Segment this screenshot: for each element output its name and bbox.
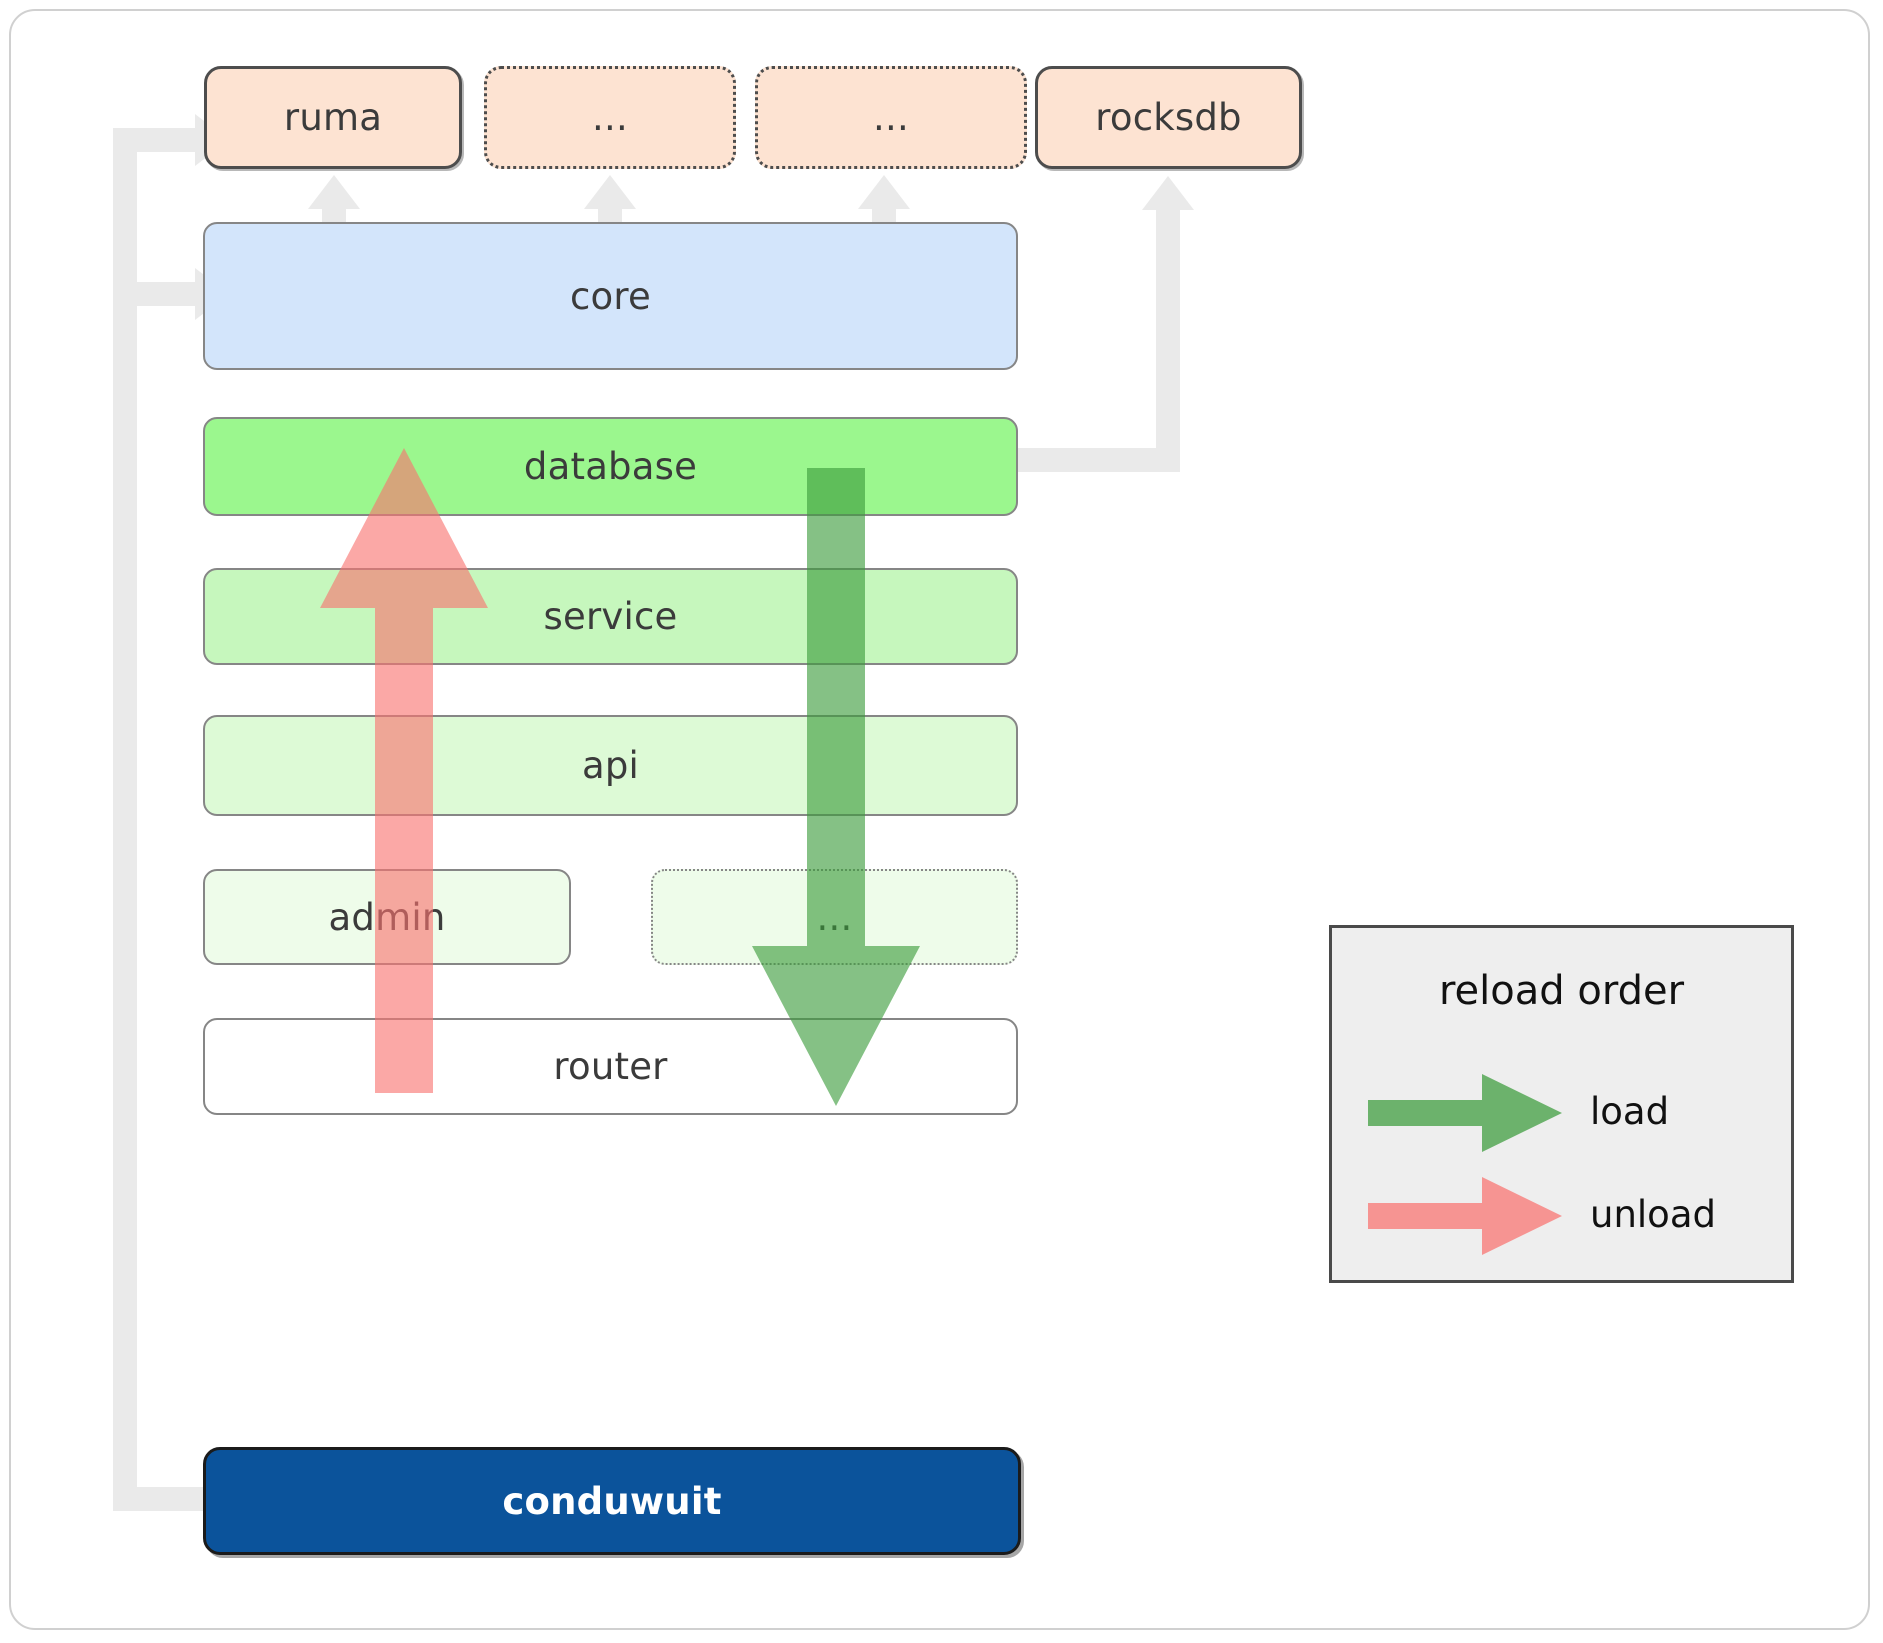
layer-box-router[interactable]: router — [203, 1018, 1018, 1115]
legend-load-arrow-icon — [1368, 1074, 1562, 1152]
legend-unload-arrow-icon — [1368, 1177, 1562, 1255]
connector-to-ruma-stem — [113, 128, 205, 152]
dependency-box-placeholder-2[interactable]: ... — [755, 66, 1027, 169]
dependency-label: rocksdb — [1095, 96, 1242, 139]
legend-panel: reload order load unload — [1329, 925, 1794, 1283]
unload-flow-arrow — [320, 448, 488, 1093]
dependency-label: ... — [873, 96, 909, 139]
dependency-box-ruma[interactable]: ruma — [204, 66, 462, 169]
layer-box-api[interactable]: api — [203, 715, 1018, 816]
layer-label: api — [581, 744, 640, 787]
legend-title: reload order — [1438, 968, 1685, 1014]
connector-database-to-rocksdb-vertical — [1156, 210, 1180, 472]
layer-label: core — [570, 274, 651, 318]
brand-box-conduwuit[interactable]: conduwuit — [203, 1447, 1021, 1555]
connector-core-to-dep3-arrowhead — [858, 175, 910, 209]
layer-label: service — [543, 595, 678, 638]
dependency-box-placeholder-1[interactable]: ... — [484, 66, 736, 169]
layer-label: router — [553, 1045, 668, 1088]
connector-database-to-rocksdb-horizontal — [1008, 448, 1168, 472]
legend-unload-label: unload — [1590, 1193, 1716, 1236]
layer-box-core[interactable]: core — [203, 222, 1018, 370]
legend-load-label: load — [1590, 1090, 1670, 1133]
connector-rocksdb-arrowhead — [1142, 176, 1194, 210]
dependency-label: ruma — [283, 96, 383, 139]
connector-core-to-dep2-arrowhead — [584, 175, 636, 209]
dependency-label: ... — [592, 96, 628, 139]
connector-to-core-stem — [113, 282, 205, 306]
dependency-box-rocksdb[interactable]: rocksdb — [1035, 66, 1302, 169]
connector-core-to-ruma-arrowhead — [308, 175, 360, 209]
load-flow-arrow — [752, 468, 920, 1106]
connector-trunk-vertical — [113, 128, 137, 1511]
brand-label: conduwuit — [502, 1479, 722, 1523]
layer-label: database — [523, 445, 698, 488]
